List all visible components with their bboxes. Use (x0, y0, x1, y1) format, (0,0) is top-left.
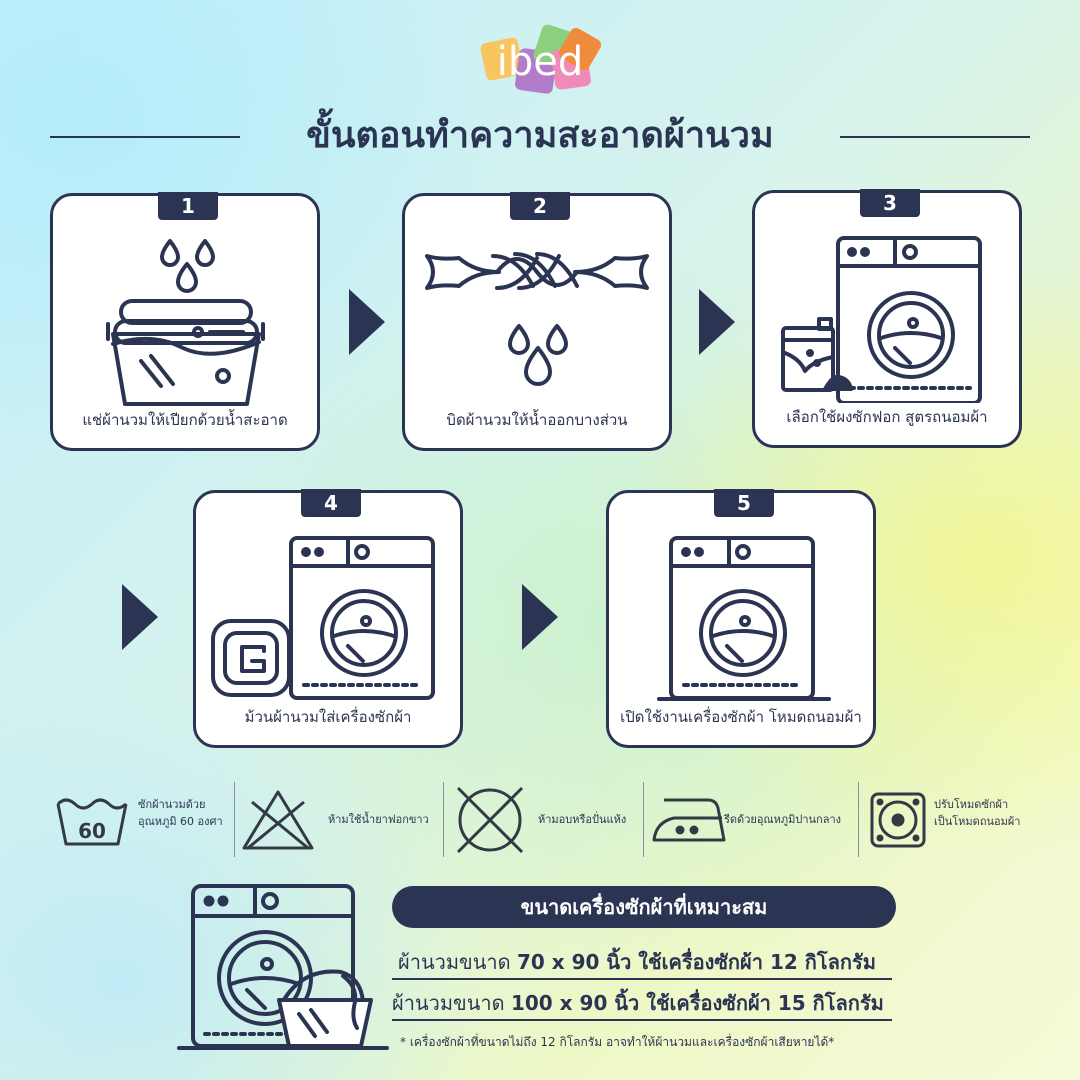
wring-cloth-icon (405, 226, 669, 406)
size-line-detail: 70 x 90 นิ้ว ใช้เครื่องซักผ้า 12 กิโลกรั… (516, 950, 876, 974)
size-divider (392, 1019, 892, 1021)
wash-60-icon: 60 (52, 782, 132, 857)
washer-icon (609, 523, 873, 703)
next-arrow-icon (520, 582, 560, 652)
step-card-1: 1 แช่ผ้านวมให้เปียกด้วยน้ำสะอาด (50, 192, 320, 451)
roll-into-washer-icon (196, 523, 460, 703)
care-text-line1: ปรับโหมดซักผ้า (934, 798, 1009, 811)
logo-wordmark: ibed (497, 39, 584, 85)
step-number: 1 (158, 192, 218, 220)
size-line-prefix: ผ้านวมขนาด (392, 991, 505, 1015)
washer-detergent-icon (755, 223, 1019, 405)
step-number: 2 (510, 192, 570, 220)
care-divider (643, 782, 644, 857)
wash-temp-label: 60 (78, 819, 106, 843)
care-divider (858, 782, 859, 857)
care-divider (443, 782, 444, 857)
size-heading-pill: ขนาดเครื่องซักผ้าที่เหมาะสม (392, 886, 896, 928)
size-line-2: ผ้านวมขนาด 100 x 90 นิ้ว ใช้เครื่องซักผ้… (392, 987, 884, 1019)
step-number: 3 (860, 189, 920, 217)
step-caption: บิดผ้านวมให้น้ำออกบางส่วน (446, 411, 628, 429)
soak-basin-icon (53, 226, 317, 406)
ibed-logo: ibed (465, 20, 615, 105)
no-bleach-icon (238, 782, 318, 857)
step-caption: เลือกใช้ผงซักฟอก สูตรถนอมผ้า (786, 408, 988, 426)
gentle-mode-icon (866, 782, 930, 857)
next-arrow-icon (120, 582, 160, 652)
size-divider (392, 978, 892, 980)
care-text-line1: รีดด้วยอุณหภูมิปานกลาง (724, 813, 842, 826)
step-number: 5 (714, 489, 774, 517)
washer-with-basket-icon (175, 880, 390, 1055)
care-divider (234, 782, 235, 857)
page-title: ขั้นตอนทำความสะอาดผ้านวม (306, 115, 774, 156)
care-text-line1: ซักผ้านวมด้วย (138, 798, 206, 811)
size-line-1: ผ้านวมขนาด 70 x 90 นิ้ว ใช้เครื่องซักผ้า… (398, 946, 876, 978)
step-caption: เปิดใช้งานเครื่องซักผ้า โหมดถนอมผ้า (620, 708, 862, 726)
iron-medium-icon (650, 782, 730, 857)
title-row: ขั้นตอนทำความสะอาดผ้านวม (50, 108, 1030, 164)
step-card-5: 5 เปิดใช้งานเครื่องซักผ้า โหมดถนอมผ้า (606, 489, 876, 748)
next-arrow-icon (347, 287, 387, 357)
step-card-4: 4 ม้วนผ้านวมใส่เครื่องซักผ้า (193, 489, 463, 748)
step-card-3: 3 เลือกใช้ผงซักฟอก สูตรถนอมผ้า (752, 189, 1022, 448)
care-text-line2: เป็นโหมดถนอมผ้า (934, 815, 1021, 828)
care-text-line2: อุณหภูมิ 60 องศา (138, 815, 223, 828)
care-text-line1: ห้ามใช้น้ำยาฟอกขาว (328, 813, 429, 826)
step-number: 4 (301, 489, 361, 517)
step-caption: ม้วนผ้านวมใส่เครื่องซักผ้า (244, 708, 412, 726)
next-arrow-icon (697, 287, 737, 357)
no-tumble-dry-icon (450, 782, 530, 857)
step-card-2: 2 บิดผ้านวมให้น้ำออกบางส่วน (402, 192, 672, 451)
title-divider-right (840, 136, 1030, 138)
care-text-line1: ห้ามอบหรือปั่นแห้ง (538, 813, 627, 826)
size-line-prefix: ผ้านวมขนาด (398, 950, 511, 974)
step-caption: แช่ผ้านวมให้เปียกด้วยน้ำสะอาด (82, 411, 288, 429)
size-note: * เครื่องซักผ้าที่ขนาดไม่ถึง 12 กิโลกรัม… (400, 1035, 835, 1049)
size-line-detail: 100 x 90 นิ้ว ใช้เครื่องซักผ้า 15 กิโลกร… (510, 991, 884, 1015)
title-divider-left (50, 136, 240, 138)
